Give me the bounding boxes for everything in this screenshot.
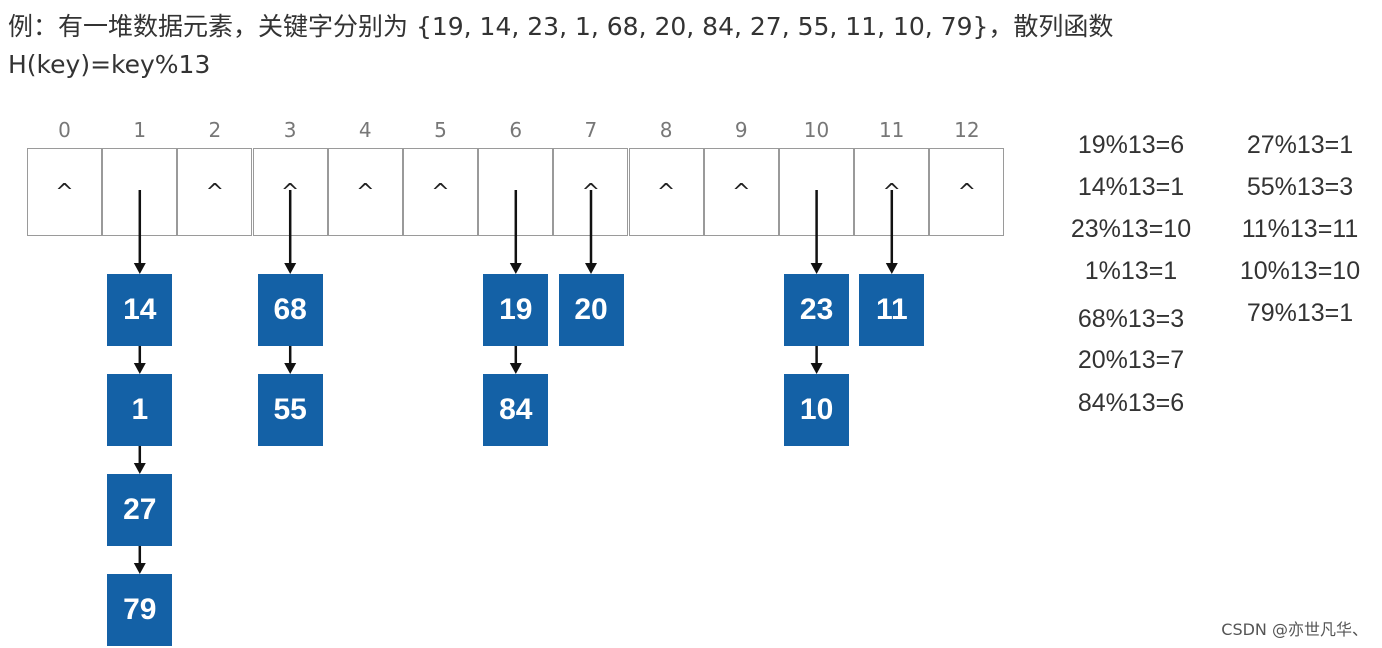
calculation-col1-5: 20%13=7 bbox=[1077, 346, 1185, 374]
calculation-col1-1: 14%13=1 bbox=[1077, 173, 1185, 201]
chain-node-slot1-0: 14 bbox=[107, 274, 173, 346]
chain-node-slot1-2: 27 bbox=[107, 474, 173, 546]
problem-line-1: 例：有一堆数据元素，关键字分别为 {19, 14, 23, 1, 68, 20,… bbox=[8, 12, 1114, 41]
chain-node-slot6-1: 84 bbox=[483, 374, 549, 446]
chain-node-slot3-0: 68 bbox=[257, 274, 323, 346]
calculation-col1-0: 19%13=6 bbox=[1077, 131, 1185, 159]
arrow-slot-1 bbox=[133, 190, 146, 274]
slot-index-5: 5 bbox=[434, 118, 447, 142]
chain-node-slot1-3: 79 bbox=[107, 574, 173, 646]
hash-function: H(key)=key%13 bbox=[8, 50, 211, 79]
slot-index-4: 4 bbox=[358, 118, 372, 142]
chain-node-slot10-0: 23 bbox=[784, 274, 850, 346]
slot-cell-2: ^ bbox=[177, 148, 253, 236]
calculation-col1-4: 68%13=3 bbox=[1077, 305, 1185, 333]
chain-node-slot11-0: 11 bbox=[859, 274, 925, 346]
arrow-slot-6-link-0 bbox=[509, 346, 522, 374]
problem-statement: 例：有一堆数据元素，关键字分别为 {19, 14, 23, 1, 68, 20,… bbox=[8, 8, 1368, 84]
arrow-slot-10-link-0 bbox=[810, 346, 823, 374]
calculation-col1-6: 84%13=6 bbox=[1077, 389, 1185, 417]
calculation-col1-3: 1%13=1 bbox=[1084, 257, 1178, 285]
chain-node-slot3-1: 55 bbox=[257, 374, 323, 446]
arrow-slot-6 bbox=[509, 190, 522, 274]
slot-index-10: 10 bbox=[803, 118, 830, 142]
arrow-slot-1-link-1 bbox=[133, 446, 146, 474]
chain-node-slot6-0: 19 bbox=[483, 274, 549, 346]
calculation-col2-3: 10%13=10 bbox=[1239, 257, 1361, 285]
slot-index-1: 1 bbox=[133, 118, 147, 142]
slot-index-3: 3 bbox=[283, 118, 297, 142]
watermark: CSDN @亦世凡华、 bbox=[1221, 620, 1368, 639]
slot-cell-4: ^ bbox=[327, 148, 403, 236]
slot-index-2: 2 bbox=[208, 118, 222, 142]
chain-node-slot1-1: 1 bbox=[107, 374, 173, 446]
arrow-slot-10 bbox=[810, 190, 823, 274]
slot-index-6: 6 bbox=[509, 118, 523, 142]
arrow-slot-3-link-0 bbox=[284, 346, 297, 374]
slot-index-0: 0 bbox=[58, 118, 71, 142]
slot-index-9: 9 bbox=[734, 118, 748, 142]
slot-cell-8: ^ bbox=[628, 148, 704, 236]
arrow-slot-1-link-2 bbox=[133, 546, 146, 574]
slot-cell-5: ^ bbox=[403, 148, 478, 236]
chain-node-slot7-0: 20 bbox=[558, 274, 624, 346]
calculation-col1-2: 23%13=10 bbox=[1070, 215, 1192, 243]
arrow-slot-11 bbox=[885, 190, 898, 274]
arrow-slot-3 bbox=[284, 190, 297, 274]
slot-index-11: 11 bbox=[878, 118, 905, 142]
slot-cell-9: ^ bbox=[703, 148, 779, 236]
calculation-col2-1: 55%13=3 bbox=[1246, 173, 1354, 201]
calculation-col2-0: 27%13=1 bbox=[1246, 131, 1354, 159]
calculation-col2-2: 11%13=11 bbox=[1241, 215, 1359, 243]
slot-index-12: 12 bbox=[954, 118, 980, 142]
calculation-col2-4: 79%13=1 bbox=[1246, 299, 1354, 327]
slot-index-7: 7 bbox=[584, 118, 598, 142]
slot-cell-0: ^ bbox=[27, 148, 102, 236]
slot-cell-12: ^ bbox=[929, 148, 1005, 236]
chain-node-slot10-1: 10 bbox=[784, 374, 850, 446]
arrow-slot-7 bbox=[585, 190, 597, 274]
arrow-slot-1-link-0 bbox=[133, 346, 146, 374]
slot-index-8: 8 bbox=[659, 118, 673, 142]
